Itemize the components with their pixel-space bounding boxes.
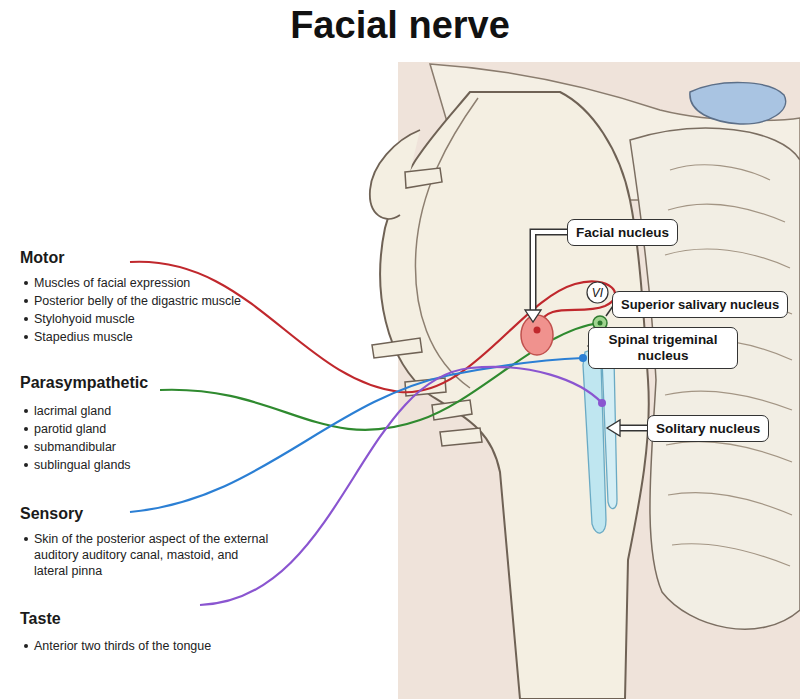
circle-shape: [587, 282, 608, 303]
list-item: submandibular: [22, 439, 294, 455]
pointer-outline: [618, 425, 648, 432]
list-item: Skin of the posterior aspect of the exte…: [22, 531, 274, 579]
folium-line: [672, 544, 790, 566]
callout-box: Solitary nucleus: [647, 415, 769, 442]
group-heading: Taste: [20, 609, 280, 629]
callout-box: Superior salivary nucleus: [612, 291, 788, 318]
group-heading: Parasympathetic: [20, 373, 280, 393]
pointer-head: [607, 420, 620, 436]
list-item: sublingual glands: [22, 457, 294, 473]
node-text: VI: [592, 285, 603, 301]
node-text: Superior salivary nucleus: [621, 297, 779, 313]
callout-box: Spinal trigeminal nucleus: [588, 327, 738, 369]
node-text: Solitary nucleus: [656, 421, 760, 437]
pointer-fill: [533, 232, 568, 312]
folium-line: [666, 442, 792, 462]
nerve-stub: [372, 338, 422, 358]
diagram-title: Facial nerve: [0, 4, 800, 47]
fibre-dot: [598, 399, 606, 407]
folium-line: [665, 249, 790, 268]
nerve-stub: [405, 168, 442, 188]
folium-line: [668, 204, 785, 222]
folium-line: [668, 493, 792, 515]
fibre-dot: [579, 354, 587, 362]
list-item: Anterior two thirds of the tongue: [22, 638, 294, 654]
nerve-stub: [432, 400, 472, 420]
pons-contour: [415, 98, 478, 388]
list-item: Muscles of facial expression: [22, 275, 294, 291]
cerebellum: [630, 128, 800, 629]
list-item: Stapedius muscle: [22, 329, 294, 345]
list-item: Stylohyoid muscle: [22, 311, 294, 327]
nerve-stub: [440, 428, 482, 446]
brainstem: [380, 92, 649, 699]
node-text: Facial nucleus: [576, 225, 669, 241]
fibre-dot: [534, 327, 541, 334]
sensory-fibre: [130, 358, 583, 512]
list-item: lacrimal gland: [22, 403, 294, 419]
taste-fibre: [200, 367, 602, 605]
pointer-head: [525, 310, 541, 322]
group-heading: Sensory: [20, 504, 280, 524]
list-item: Posterior belly of the digastric muscle: [22, 293, 294, 309]
nerve-number-circle: VI: [586, 281, 609, 304]
pointer-outline: [533, 232, 568, 312]
node-text: Spinal trigeminal nucleus: [597, 332, 729, 364]
folium-line: [665, 391, 792, 410]
callout-box: Facial nucleus: [567, 219, 678, 246]
folium-line: [670, 165, 770, 180]
fibre-dot: [598, 321, 603, 326]
pointer-fill: [617, 426, 649, 430]
ventricle-shape: [690, 83, 786, 125]
list-item: parotid gland: [22, 421, 294, 437]
solitary-nucleus-pointer: [607, 420, 649, 436]
facial-nucleus-pointer: [525, 232, 568, 322]
group-heading: Motor: [20, 248, 280, 268]
facial-nucleus: [521, 315, 553, 355]
